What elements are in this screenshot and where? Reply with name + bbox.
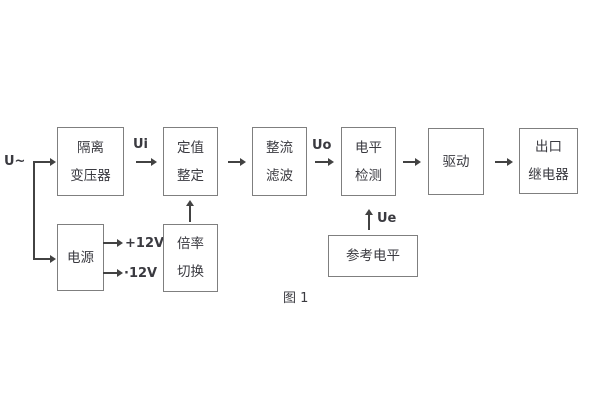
block-level-detector-line1: 电平 (355, 139, 382, 156)
block-driver-label: 驱动 (442, 153, 470, 170)
input-branch-line (33, 162, 35, 259)
ui-signal-label: Ui (133, 137, 149, 152)
arrow-input-to-transformer (33, 158, 56, 165)
block-rectifier-filter: 整流 滤波 (252, 127, 307, 196)
arrow-reference-to-level-detector (365, 209, 372, 230)
block-rectifier-filter-line1: 整流 (266, 139, 293, 156)
arrow-transformer-to-setting (136, 158, 157, 165)
block-isolation-transformer-line2: 变压器 (70, 167, 111, 184)
arrow-power-minus12 (103, 269, 123, 276)
arrow-multiplier-to-setting (186, 200, 193, 222)
block-level-detector: 电平 检测 (341, 127, 396, 196)
arrow-power-plus12 (103, 239, 123, 246)
arrow-input-to-power-supply (33, 255, 56, 262)
block-isolation-transformer: 隔离 变压器 (57, 127, 124, 196)
block-power-supply: 电源 (57, 224, 104, 291)
block-multiplier-switch-line1: 倍率 (177, 236, 204, 252)
figure-caption: 图 1 (283, 291, 309, 306)
block-multiplier-switch: 倍率 切换 (163, 224, 218, 292)
input-signal-label: U~ (4, 154, 26, 169)
block-setting-line2: 整定 (177, 167, 204, 184)
block-multiplier-switch-line2: 切换 (177, 264, 204, 280)
plus-12v-label: +12V (125, 236, 165, 251)
block-rectifier-filter-line2: 滤波 (266, 167, 293, 184)
ue-signal-label: Ue (377, 211, 397, 226)
block-setting-line1: 定值 (177, 139, 204, 156)
block-level-detector-line2: 检测 (355, 167, 382, 184)
block-output-relay-line1: 出口 (535, 139, 562, 155)
arrow-rectifier-to-level-detector (315, 158, 334, 165)
uo-signal-label: Uo (312, 138, 332, 153)
block-isolation-transformer-line1: 隔离 (77, 139, 104, 156)
block-reference-level-label: 参考电平 (346, 248, 400, 264)
block-output-relay: 出口 继电器 (519, 128, 578, 194)
arrow-level-detector-to-driver (403, 158, 421, 165)
minus-12v-label: ·12V (124, 266, 158, 281)
block-power-supply-label: 电源 (67, 249, 94, 266)
block-reference-level: 参考电平 (328, 235, 418, 277)
block-setting: 定值 整定 (163, 127, 218, 196)
arrow-driver-to-output-relay (495, 158, 513, 165)
block-output-relay-line2: 继电器 (528, 167, 569, 183)
arrow-setting-to-rectifier (228, 158, 246, 165)
block-driver: 驱动 (428, 128, 484, 195)
